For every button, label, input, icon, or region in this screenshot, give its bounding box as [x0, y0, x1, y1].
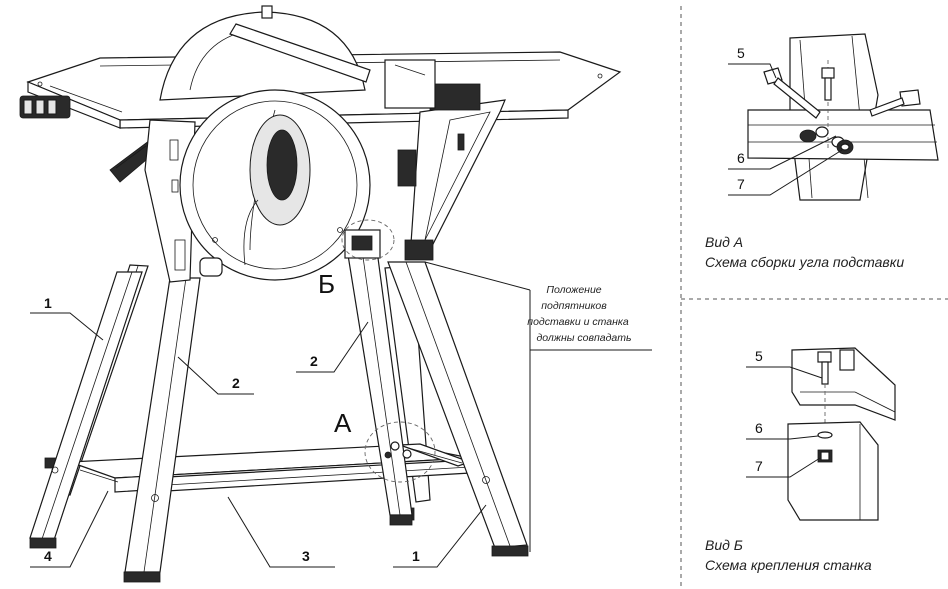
main-leader-lines [30, 261, 531, 568]
saw-stand-drawing [19, 5, 622, 583]
alignment-note: Положение подпятников подставки и станка… [527, 284, 631, 344]
view-b-detail [787, 347, 896, 521]
view-a-title: Вид А [705, 234, 743, 250]
front-middle-leg [123, 277, 201, 583]
callout-4: 4 [44, 548, 52, 564]
view-b-leaders [746, 366, 823, 478]
callout-7-view-a: 7 [737, 176, 745, 192]
view-b-marker: Б [318, 269, 335, 299]
view-a-detail-circle [364, 421, 436, 483]
view-b-caption: Схема крепления станка [705, 557, 872, 573]
callout-2-left: 2 [232, 375, 240, 391]
note-line-1: Положение [546, 284, 601, 296]
front-right-leg [387, 261, 529, 557]
view-a-marker: А [334, 408, 352, 438]
view-b-detail-circle [341, 219, 395, 261]
view-a-leaders [728, 63, 843, 196]
callout-1-left: 1 [44, 295, 52, 311]
callout-6-view-b: 6 [755, 420, 763, 436]
note-line-2: подпятников [541, 300, 607, 312]
callout-5-view-a: 5 [737, 45, 745, 61]
blade-guard-upper [159, 5, 481, 111]
callout-2-middle: 2 [310, 353, 318, 369]
callout-5-view-b: 5 [755, 348, 763, 364]
callout-3: 3 [302, 548, 310, 564]
side-handle [19, 95, 159, 183]
front-left-leg [29, 271, 143, 549]
view-a-detail [747, 33, 939, 201]
side-frame [144, 99, 506, 283]
view-b-title: Вид Б [705, 537, 743, 553]
note-line-3: подставки и станка [527, 316, 629, 328]
callout-6-view-a: 6 [737, 150, 745, 166]
callout-1-right: 1 [412, 548, 420, 564]
callout-7-view-b: 7 [755, 458, 763, 474]
view-a-caption: Схема сборки угла подставки [705, 254, 904, 270]
motor-mount [344, 149, 417, 259]
note-line-4: должны совпадать [536, 332, 631, 344]
corner-a-bolts [384, 441, 412, 459]
blade-housing [179, 89, 371, 281]
